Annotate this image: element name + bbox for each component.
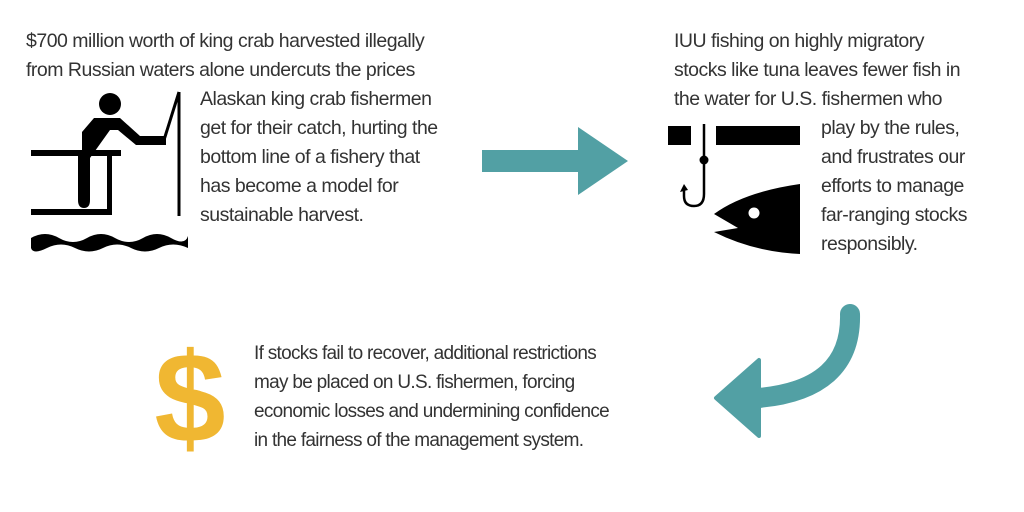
text-line: Alaskan king crab fishermen bbox=[200, 88, 432, 110]
text-line: get for their catch, hurting the bbox=[200, 117, 438, 139]
arrow-right-shape bbox=[482, 127, 628, 195]
text-line: IUU fishing on highly migratory bbox=[674, 30, 925, 52]
fish-eye bbox=[748, 207, 760, 219]
text-line: from Russian waters alone undercuts the … bbox=[26, 59, 415, 81]
hook-and-fish-icon bbox=[668, 124, 800, 254]
text-line: efforts to manage bbox=[821, 175, 964, 197]
fishing-person-icon bbox=[31, 91, 188, 252]
text-line: bottom line of a fishery that bbox=[200, 146, 420, 168]
text-line: stocks like tuna leaves fewer fish in bbox=[674, 59, 961, 81]
arrow-right-icon bbox=[482, 127, 628, 195]
text-line: the water for U.S. fishermen who bbox=[674, 88, 942, 110]
curved-arrow-shaft bbox=[748, 304, 861, 408]
curved-arrow-down-left-icon bbox=[714, 304, 861, 438]
text-line: in the fairness of the management system… bbox=[254, 430, 584, 451]
fish-head-shape bbox=[714, 184, 800, 254]
dollar-sign-icon: $ bbox=[154, 336, 225, 456]
text-line: economic losses and undermining confiden… bbox=[254, 401, 610, 422]
panel-2-lead-text: IUU fishing on highly migratory stocks l… bbox=[674, 27, 961, 114]
panel-3-body-text: If stocks fail to recover, additional re… bbox=[254, 339, 610, 455]
curved-arrow-head bbox=[714, 358, 761, 438]
text-line: $700 million worth of king crab harveste… bbox=[26, 30, 425, 52]
panel-2-body-text: play by the rules, and frustrates our ef… bbox=[821, 114, 967, 259]
text-line: and frustrates our bbox=[821, 146, 965, 168]
text-line: has become a model for bbox=[200, 175, 399, 197]
panel-1-lead-text: $700 million worth of king crab harveste… bbox=[26, 27, 425, 85]
svg-text:$: $ bbox=[154, 336, 225, 456]
text-line: may be placed on U.S. fishermen, forcing bbox=[254, 372, 575, 393]
text-line: far-ranging stocks bbox=[821, 204, 967, 226]
panel-1-body-text: Alaskan king crab fishermen get for thei… bbox=[200, 85, 438, 230]
text-line: If stocks fail to recover, additional re… bbox=[254, 343, 597, 364]
text-line: responsibly. bbox=[821, 233, 918, 255]
text-line: sustainable harvest. bbox=[200, 204, 364, 226]
text-line: play by the rules, bbox=[821, 117, 960, 139]
